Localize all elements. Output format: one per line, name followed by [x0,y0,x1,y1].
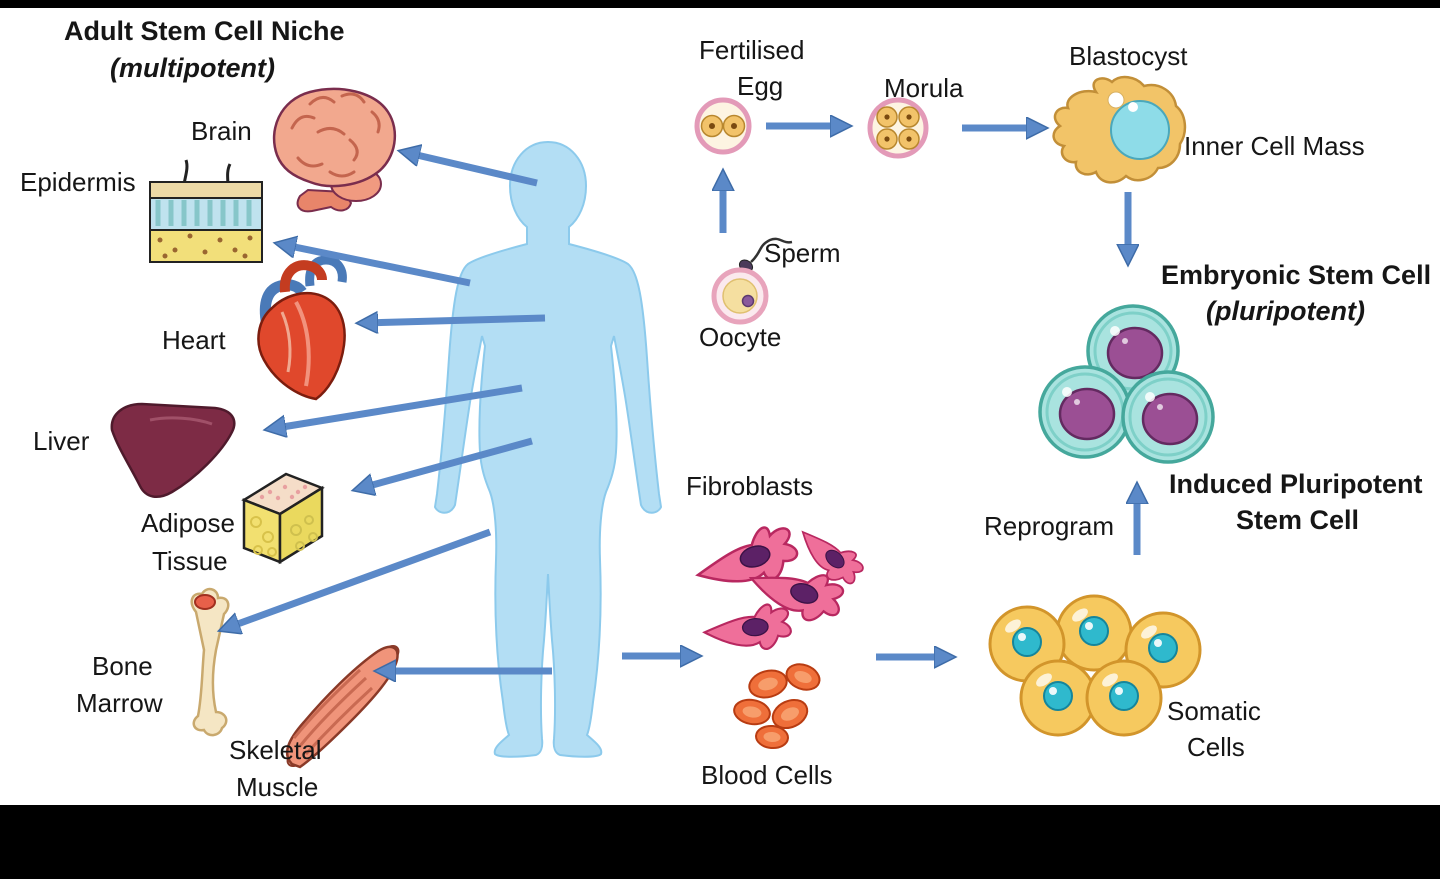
arrow-body-to-heart [362,318,546,323]
label-morula: Morula [884,73,964,103]
somatic-cells-icon [988,594,1202,737]
bottom-letterbox-bar [0,805,1440,879]
label-ipsc-stem-cell: Stem Cell [1236,505,1360,535]
label-marrow: Marrow [76,688,163,718]
embryonic-stem-cells-icon [1038,304,1215,464]
top-letterbox-bar [0,0,1440,8]
human-body-silhouette [433,140,663,758]
label-bone: Bone [92,651,153,681]
morula-icon [867,97,929,159]
label-adipose: Adipose [141,508,235,538]
fertilised-egg-icon [694,97,752,155]
label-egg: Egg [737,71,784,101]
label-blood-cells: Blood Cells [701,760,833,790]
label-heart: Heart [162,325,226,355]
label-reprogram: Reprogram [984,511,1115,541]
label-liver: Liver [33,426,90,456]
label-fibroblasts: Fibroblasts [686,471,814,501]
label-somatic: Somatic [1167,696,1261,726]
label-embryonic-stem-cell: Embryonic Stem Cell [1161,260,1432,290]
arrow-body-to-brain [404,152,538,187]
bone-icon [190,587,230,737]
brain-icon [272,87,396,213]
label-adipose-tissue: Tissue [152,546,228,576]
label-somatic-cells: Cells [1187,732,1245,762]
adipose-tissue-icon [241,472,325,565]
arrow-body-to-epidermis [280,244,471,287]
oocyte-icon [711,267,769,325]
heart-icon [257,255,347,401]
blastocyst-icon [1052,75,1187,184]
title-multipotent: (multipotent) [110,53,275,83]
title-adult-stem-cell-niche: Adult Stem Cell Niche [64,16,345,46]
label-skeletal: Skeletal [229,735,322,765]
label-sperm: Sperm [764,238,841,268]
liver-icon [110,402,236,499]
label-muscle: Muscle [236,772,319,802]
fibroblasts-icon [695,526,864,651]
arrow-body-to-bone-marrow [224,528,492,629]
label-pluripotent: (pluripotent) [1206,296,1365,326]
label-induced-pluripotent: Induced Pluripotent [1169,469,1423,499]
label-inner-cell-mass: Inner Cell Mass [1184,131,1365,161]
arrow-body-to-adipose [358,437,533,489]
label-blastocyst: Blastocyst [1069,41,1188,71]
arrow-body-to-liver [270,384,523,429]
label-oocyte: Oocyte [699,322,782,352]
blood-cells-icon [733,663,821,750]
label-epidermis: Epidermis [20,167,136,197]
label-fertilised: Fertilised [699,35,805,65]
label-brain: Brain [191,116,252,146]
epidermis-icon [149,159,263,263]
